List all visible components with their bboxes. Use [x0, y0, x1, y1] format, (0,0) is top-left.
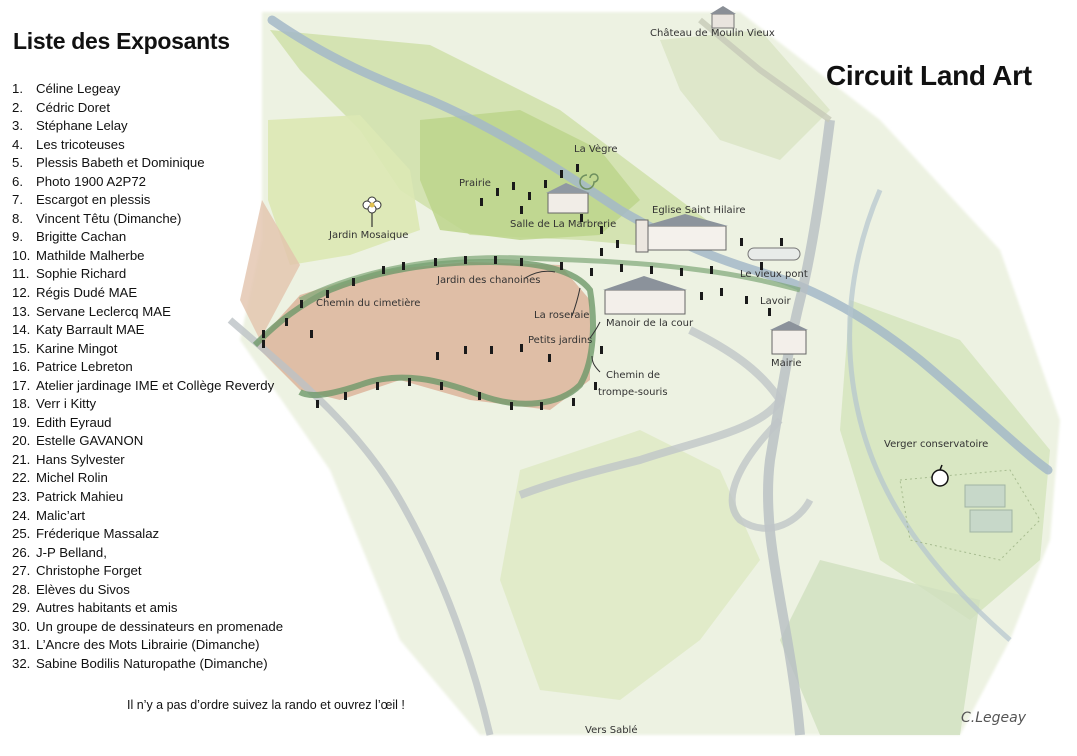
- label-chemin-cimetiere: Chemin du cimetière: [316, 297, 420, 309]
- list-item: 15.Karine Mingot: [12, 340, 118, 356]
- list-item: 32.Sabine Bodilis Naturopathe (Dimanche): [12, 655, 268, 671]
- road-chateau: [698, 17, 832, 123]
- list-item: 22.Michel Rolin: [12, 470, 108, 486]
- list-item: 6.Photo 1900 A2P72: [12, 173, 146, 189]
- orchard: [899, 469, 1041, 561]
- list-item: 14.Katy Barrault MAE: [12, 322, 145, 338]
- list-item: 5.Plessis Babeth et Dominique: [12, 155, 205, 171]
- label-lavoir: Lavoir: [760, 296, 792, 307]
- field-west: [240, 200, 300, 340]
- artist-signature: C.Legeay: [961, 710, 1027, 726]
- label-chateau: Château de Moulin Vieux: [650, 27, 775, 39]
- river-arm: [847, 189, 1012, 642]
- road-west: [227, 317, 494, 736]
- meadow-east: [840, 300, 1050, 620]
- list-item: 19.Edith Eyraud: [12, 414, 112, 430]
- exhibitor-list-title: Liste des Exposants: [13, 28, 230, 54]
- spiral-icon: [579, 173, 599, 190]
- list-item: 26.J-P Belland,: [12, 544, 107, 560]
- eglise-building: [635, 214, 728, 253]
- label-chemin-trompe-2: trompe-souris: [598, 387, 668, 398]
- list-item: 1.Céline Legeay: [12, 81, 121, 96]
- label-prairie: Prairie: [459, 178, 491, 189]
- label-vieux-pont: Le vieux pont: [740, 269, 808, 280]
- meadow-mosaique: [268, 115, 420, 265]
- flower-icon: [362, 196, 382, 227]
- list-item: 16.Patrice Lebreton: [12, 359, 133, 375]
- list-item: 24.Malic’art: [12, 507, 86, 523]
- list-item: 4.Les tricoteuses: [12, 136, 125, 152]
- vieux-pont: [747, 247, 801, 261]
- list-item: 23.Patrick Mahieu: [12, 489, 124, 505]
- circuit-path: [252, 258, 596, 407]
- label-la-vegre: La Vègre: [574, 143, 618, 155]
- list-item: 3.Stéphane Lelay: [12, 118, 128, 134]
- label-vers-sable: Vers Sablé: [585, 724, 637, 736]
- map-title: Circuit Land Art: [826, 60, 1032, 91]
- chateau-building: [710, 6, 736, 29]
- manoir-building: [603, 276, 687, 315]
- meadow-south: [500, 430, 760, 700]
- list-item: 25.Fréderique Massalaz: [12, 526, 160, 542]
- road-loop: [728, 417, 814, 532]
- road-village: [518, 326, 785, 499]
- list-item: 12.Régis Dudé MAE: [12, 285, 138, 301]
- field-cimetiere: [255, 262, 590, 410]
- label-verger: Verger conservatoire: [884, 439, 988, 450]
- list-item: 8.Vincent Têtu (Dimanche): [12, 210, 182, 226]
- list-item: 29.Autres habitants et amis: [12, 600, 178, 616]
- label-eglise: Eglise Saint Hilaire: [652, 205, 745, 216]
- list-item: 17.Atelier jardinage IME et Collège Reve…: [12, 377, 275, 393]
- road-north: [763, 119, 835, 736]
- exhibitor-list: 1.Céline Legeay 2.Cédric Doret 3.Stéphan…: [12, 80, 283, 674]
- list-item: 27.Christophe Forget: [12, 563, 142, 579]
- meadow-chateau: [660, 30, 830, 160]
- list-item: 13.Servane Leclercq MAE: [12, 303, 171, 319]
- circuit-path-north: [298, 255, 801, 303]
- apple-icon: [931, 464, 949, 487]
- label-salle-marbrerie: Salle de La Marbrerie: [510, 219, 616, 230]
- list-item: 9.Brigitte Cachan: [12, 229, 127, 245]
- label-manoir: Manoir de la cour: [606, 318, 694, 329]
- salle-marbrerie-building: [546, 183, 590, 214]
- exhibitor-markers: [262, 164, 783, 410]
- list-item: 21.Hans Sylvester: [12, 451, 125, 467]
- list-item: 28.Elèves du Sivos: [12, 581, 130, 597]
- list-item: 11.Sophie Richard: [12, 266, 127, 282]
- label-mairie: Mairie: [771, 358, 802, 369]
- list-item: 30.Un groupe de dessinateurs en promenad…: [12, 618, 284, 634]
- list-item: 18.Verr i Kitty: [12, 396, 97, 412]
- list-item: 10.Mathilde Malherbe: [12, 247, 145, 263]
- list-item: 2.Cédric Doret: [12, 99, 111, 115]
- label-jardin-mosaique: Jardin Mosaique: [328, 230, 408, 241]
- list-item: 20.Estelle GAVANON: [12, 433, 144, 449]
- list-item: 7.Escargot en plessis: [12, 192, 151, 208]
- label-chemin-trompe-1: Chemin de: [606, 370, 660, 381]
- list-item: 31.L’Ancre des Mots Librairie (Dimanche): [12, 637, 260, 653]
- label-arrows: [524, 270, 601, 373]
- label-petits-jardins: Petits jardins: [528, 335, 592, 346]
- label-jardin-chanoines: Jardin des chanoines: [436, 275, 540, 286]
- meadow-southeast: [780, 560, 980, 735]
- label-roseraie: La roseraie: [534, 310, 589, 321]
- mairie-building: [770, 321, 808, 355]
- footer-note: Il n’y a pas d’ordre suivez la rando et …: [127, 698, 405, 712]
